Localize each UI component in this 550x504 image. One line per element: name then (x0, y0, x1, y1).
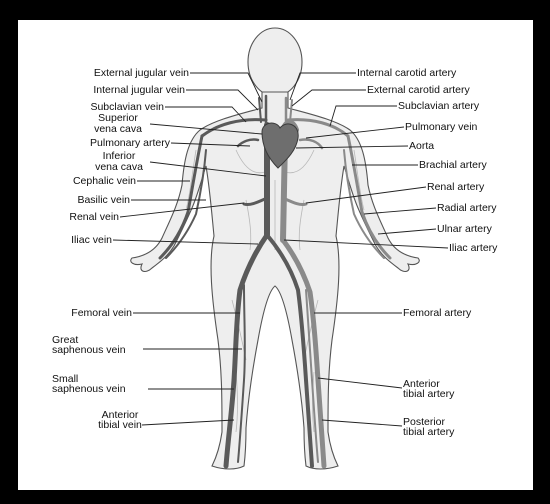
svg-text:saphenous vein: saphenous vein (52, 344, 126, 356)
svg-text:vena cava: vena cava (95, 161, 143, 173)
svg-text:vena cava: vena cava (94, 123, 142, 135)
label-ulnar-artery: Ulnar artery (437, 223, 493, 235)
label-superior-vena-cava: Superior vena cava (94, 112, 142, 135)
label-pulmonary-vein: Pulmonary vein (405, 121, 478, 133)
svg-text:saphenous vein: saphenous vein (52, 383, 126, 395)
label-external-carotid-artery: External carotid artery (367, 84, 470, 96)
head (248, 28, 302, 96)
label-basilic-vein: Basilic vein (77, 194, 130, 206)
label-posterior-tibial-artery: Posterior tibial artery (403, 416, 455, 438)
label-inferior-vena-cava: Inferior vena cava (95, 150, 143, 173)
label-great-saphenous-vein: Great saphenous vein (52, 334, 126, 356)
label-renal-vein: Renal vein (69, 211, 119, 223)
label-anterior-tibial-vein: Anterior tibial vein (98, 409, 142, 431)
label-renal-artery: Renal artery (427, 181, 485, 193)
label-aorta: Aorta (409, 140, 434, 152)
label-external-jugular-vein: External jugular vein (94, 67, 189, 79)
label-pulmonary-artery: Pulmonary artery (90, 137, 171, 149)
label-internal-jugular-vein: Internal jugular vein (93, 84, 185, 96)
label-small-saphenous-vein: Small saphenous vein (52, 373, 126, 395)
label-internal-carotid-artery: Internal carotid artery (357, 67, 457, 79)
label-anterior-tibial-artery: Anterior tibial artery (403, 378, 455, 400)
label-femoral-vein: Femoral vein (71, 307, 132, 319)
label-subclavian-artery: Subclavian artery (398, 100, 480, 112)
svg-text:tibial vein: tibial vein (98, 419, 142, 431)
label-radial-artery: Radial artery (437, 202, 497, 214)
svg-text:tibial artery: tibial artery (403, 426, 455, 438)
label-iliac-artery: Iliac artery (449, 242, 498, 254)
label-iliac-vein: Iliac vein (71, 234, 112, 246)
label-femoral-artery: Femoral artery (403, 307, 472, 319)
svg-text:tibial artery: tibial artery (403, 388, 455, 400)
label-brachial-artery: Brachial artery (419, 159, 487, 171)
label-cephalic-vein: Cephalic vein (73, 175, 136, 187)
